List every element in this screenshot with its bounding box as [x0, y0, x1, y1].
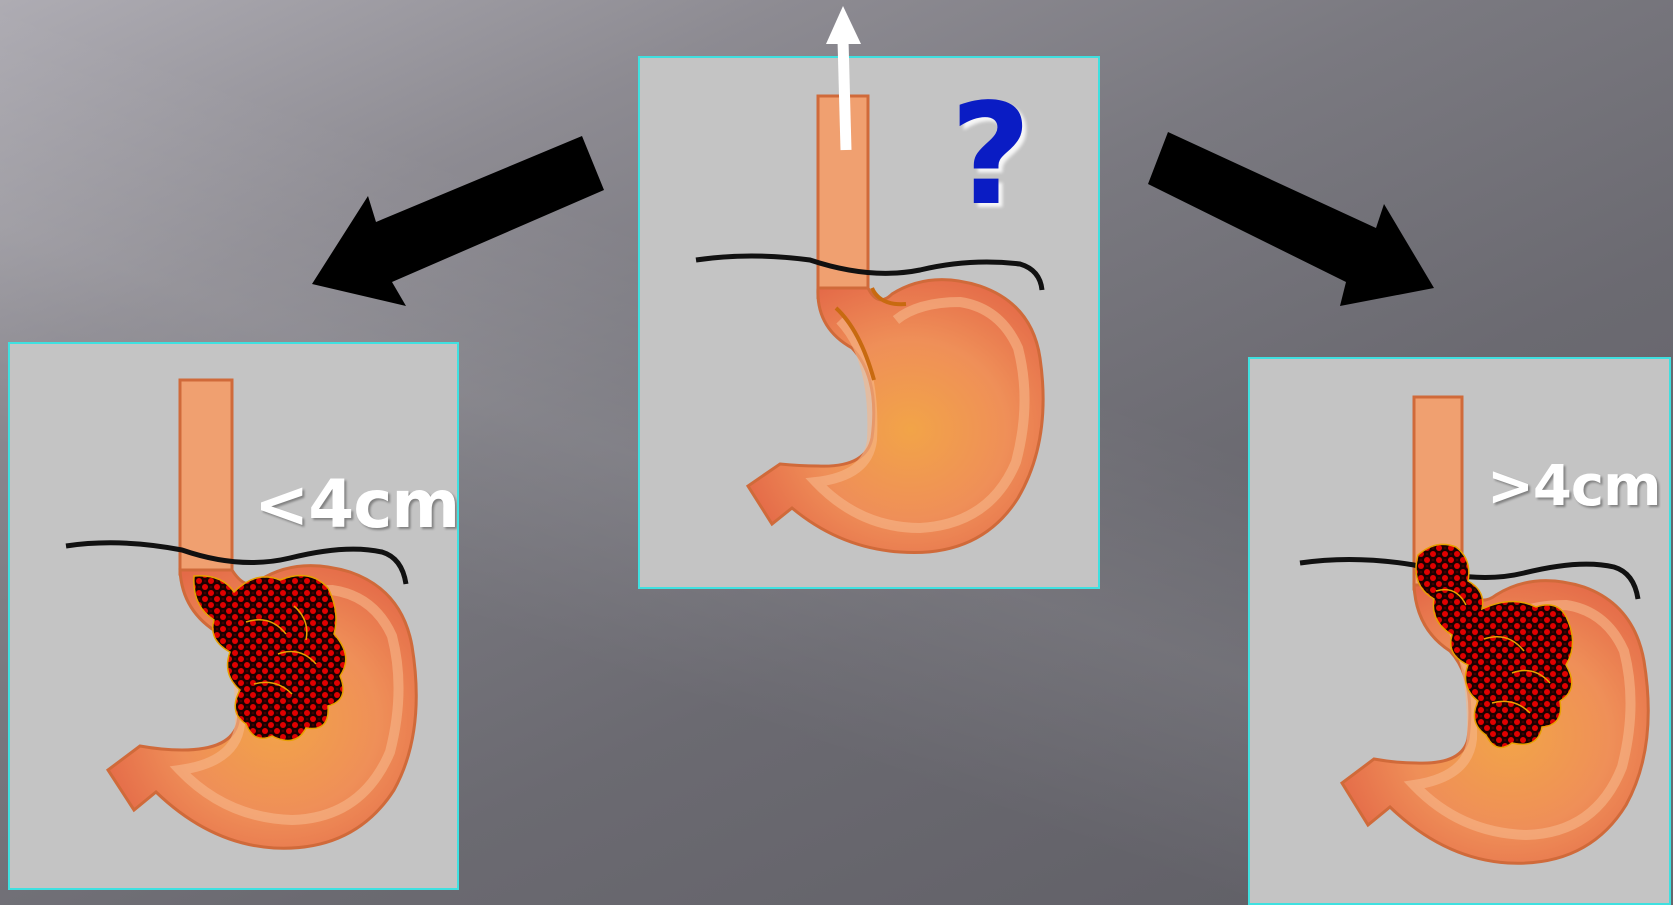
esophagus	[818, 96, 908, 311]
tumor-mass	[194, 576, 346, 741]
stomach-with-tumor-icon	[10, 344, 459, 890]
size-label-less-than: <4cm	[254, 472, 459, 538]
center-panel: ?	[638, 56, 1100, 589]
arrow-left-down-icon	[312, 136, 604, 306]
question-mark: ?	[950, 86, 1031, 226]
left-panel: <4cm	[8, 342, 459, 890]
stomach-with-tumor-icon	[1250, 359, 1671, 905]
arrow-right-down-icon	[1148, 132, 1434, 306]
esophagus	[180, 380, 232, 574]
size-label-greater-than: >4cm	[1487, 459, 1660, 515]
right-panel: >4cm	[1248, 357, 1671, 905]
